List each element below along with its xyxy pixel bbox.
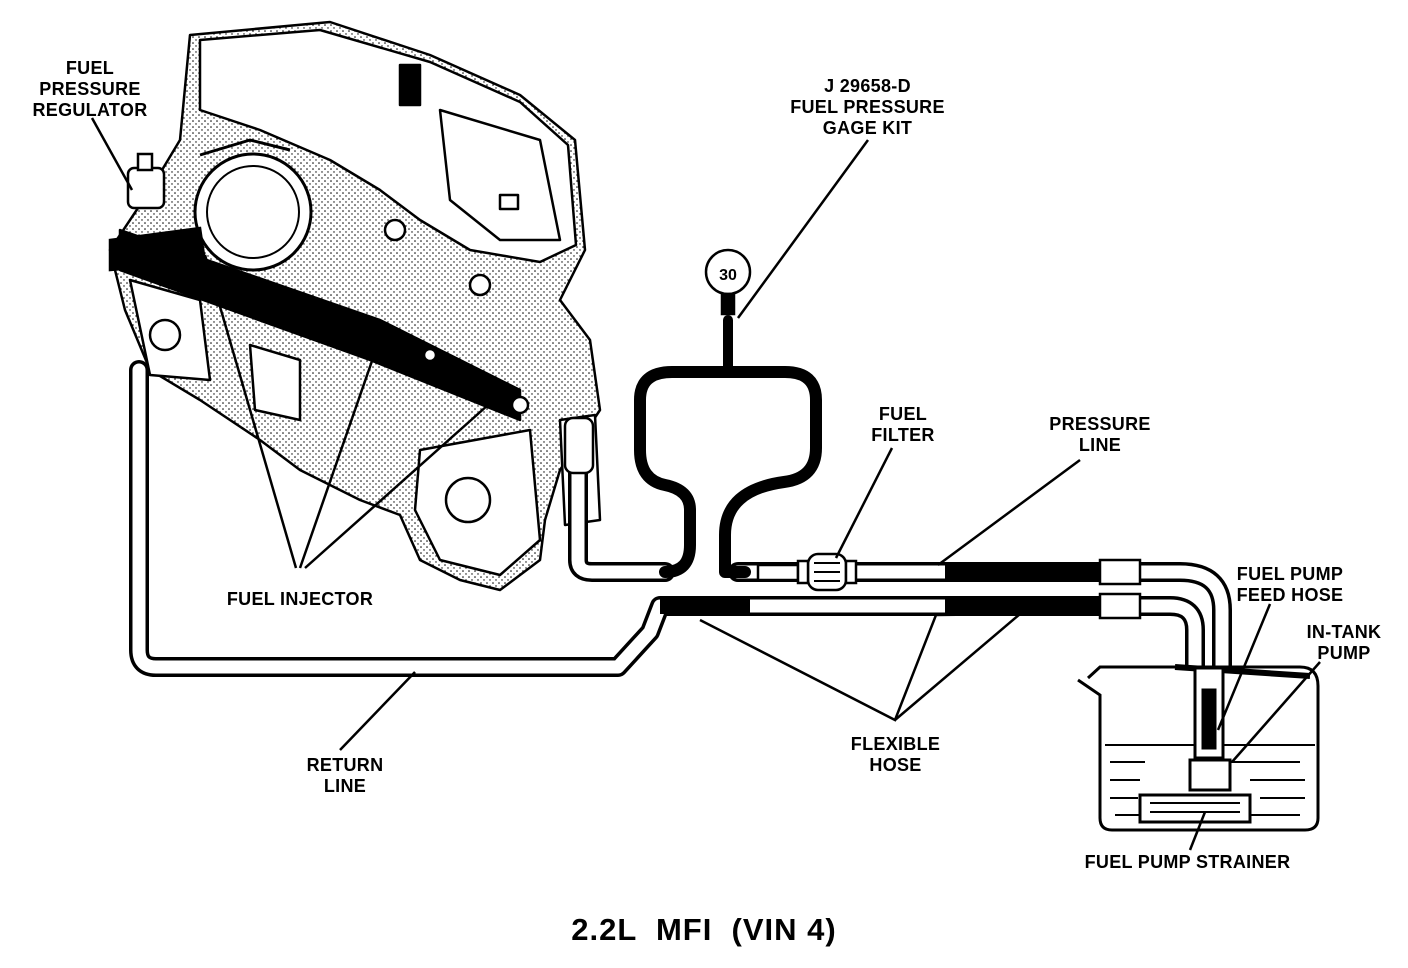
label-line: FUEL PRESSURE <box>790 97 945 117</box>
label-line: FUEL PUMP <box>1236 564 1344 584</box>
label-fuel-filter: FUEL FILTER <box>858 404 948 446</box>
flexible-hose-sections <box>660 564 1103 614</box>
label-line: PRESSURE <box>1049 414 1151 434</box>
throttle-body <box>193 138 313 272</box>
engine-assembly <box>108 20 602 592</box>
label-in-tank-pump: IN-TANK PUMP <box>1290 622 1398 664</box>
label-line: FUEL <box>878 404 928 424</box>
label-line: FUEL INJECTOR <box>226 589 374 609</box>
label-fuel-pump-feed-hose: FUEL PUMP FEED HOSE <box>1225 564 1355 606</box>
label-line: PRESSURE <box>39 79 141 99</box>
label-gage-kit: J 29658-D FUEL PRESSURE GAGE KIT <box>765 76 970 139</box>
label-return-line: RETURN LINE <box>290 755 400 797</box>
label-line: FUEL PUMP STRAINER <box>1084 852 1291 872</box>
label-line: FUEL <box>65 58 115 78</box>
label-line: RETURN <box>306 755 384 775</box>
regulator-body <box>108 152 207 272</box>
label-flexible-hose: FLEXIBLE HOSE <box>838 734 953 776</box>
label-line: REGULATOR <box>32 100 148 120</box>
label-line: LINE <box>1078 435 1122 455</box>
label-fuel-pressure-regulator: FUEL PRESSURE REGULATOR <box>10 58 170 121</box>
label-line: GAGE KIT <box>822 118 913 138</box>
fuel-tank <box>1077 664 1320 832</box>
figure-caption: 2.2L MFI (VIN 4) <box>571 912 837 947</box>
hose-fittings <box>563 416 1142 620</box>
label-line: FLEXIBLE <box>850 734 941 754</box>
label-line: LINE <box>323 776 367 796</box>
leader-lines <box>90 117 1321 851</box>
gauge-face-text: 30 <box>719 267 737 284</box>
label-fuel-pump-strainer: FUEL PUMP STRAINER <box>1065 852 1310 873</box>
label-line: HOSE <box>869 755 922 775</box>
label-line: IN-TANK <box>1306 622 1382 642</box>
label-line: J 29658-D <box>824 76 911 96</box>
label-pressure-line: PRESSURE LINE <box>1035 414 1165 456</box>
pressure-gauge: 30 <box>704 248 752 316</box>
fuel-filter <box>756 552 858 592</box>
fuel-lines <box>129 315 1232 680</box>
label-line: FEED HOSE <box>1236 585 1344 605</box>
label-line: PUMP <box>1317 643 1371 663</box>
label-line: FILTER <box>871 425 935 445</box>
label-fuel-injector: FUEL INJECTOR <box>210 589 390 610</box>
